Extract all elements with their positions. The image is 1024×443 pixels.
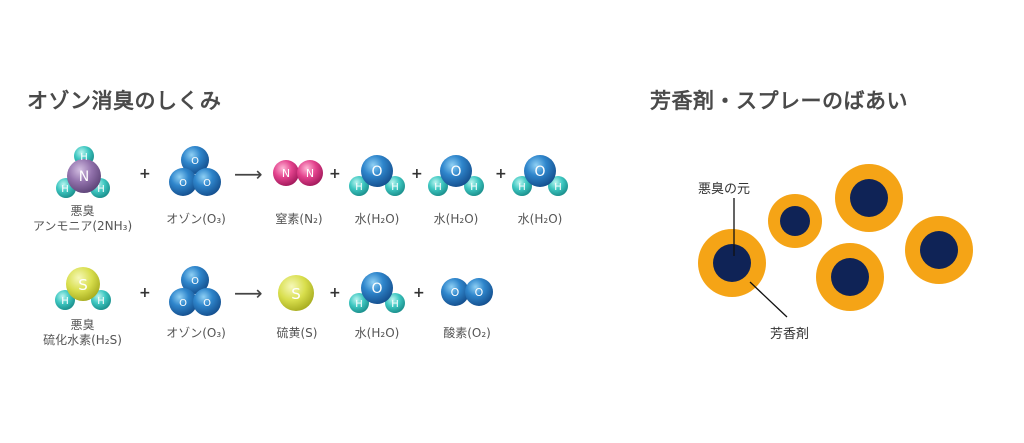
- fragrance-particle: [768, 194, 822, 248]
- fragrance-particle: [698, 229, 766, 297]
- odor-source-label: 悪臭の元: [698, 182, 751, 197]
- sulfur-label: 硫黄(S): [276, 326, 318, 340]
- water-label-2: 水(H₂O): [433, 212, 479, 226]
- water-molecule-graphic: O H H: [428, 155, 484, 196]
- atom-o: O: [179, 178, 187, 189]
- atom-o: O: [179, 298, 187, 309]
- hydrogen-sulfide-label-line1: 悪臭: [70, 318, 95, 332]
- spray-section-title: 芳香剤・スプレーのばあい: [650, 89, 908, 113]
- reaction-arrow: ⟶: [234, 162, 263, 186]
- atom-o: O: [203, 298, 211, 309]
- ammonia-label-line2: アンモニア(2NH₃): [32, 219, 133, 233]
- plus-sign: +: [413, 285, 425, 301]
- ozone-label: オゾン(O₃): [166, 212, 226, 226]
- water-label-3: 水(H₂O): [517, 212, 563, 226]
- atom-o: O: [450, 164, 461, 180]
- nitrogen-molecule-graphic: N N: [273, 160, 323, 186]
- ammonia-label: 悪臭 アンモニア(2NH₃): [20, 204, 145, 234]
- water-molecule-1: O H H: [348, 153, 406, 199]
- plus-sign: +: [139, 285, 151, 301]
- sulfur-atom: S: [277, 274, 315, 312]
- atom-o: O: [475, 286, 484, 299]
- hydrogen-sulfide-molecule-graphic: S H H: [55, 267, 111, 310]
- atom-n: N: [282, 167, 290, 180]
- water-label-1: 水(H₂O): [354, 212, 400, 226]
- atom-n: N: [306, 167, 314, 180]
- ozone-molecule-graphic: O O O: [169, 266, 221, 316]
- oxygen-molecule-graphic: O O: [441, 278, 493, 306]
- atom-o: O: [371, 164, 382, 180]
- ozone-molecule-graphic: O O O: [169, 146, 221, 196]
- hydrogen-sulfide-label: 悪臭 硫化水素(H₂S): [25, 318, 140, 348]
- nitrogen-molecule: N N: [272, 158, 324, 188]
- fragrance-particle: [816, 243, 884, 311]
- atom-h: H: [97, 296, 105, 307]
- water-molecule-4: O H H: [348, 270, 406, 316]
- hydrogen-sulfide-label-line2: 硫化水素(H₂S): [43, 333, 122, 347]
- ammonia-label-line1: 悪臭: [70, 204, 95, 218]
- ozone-molecule: O O O: [167, 144, 227, 200]
- atom-o: O: [203, 178, 211, 189]
- atom-h: H: [355, 299, 363, 310]
- atom-s: S: [78, 276, 88, 294]
- ozone-molecule-2: O O O: [167, 264, 227, 320]
- atom-h: H: [355, 182, 363, 193]
- plus-sign: +: [329, 166, 341, 182]
- plus-sign: +: [329, 285, 341, 301]
- atom-n: N: [79, 169, 89, 185]
- water-molecule-3: O H H: [511, 153, 569, 199]
- atom-h: H: [97, 184, 105, 195]
- oxygen-molecule: O O: [440, 276, 494, 308]
- atom-s: S: [291, 285, 301, 303]
- water-molecule-graphic: O H H: [349, 272, 405, 313]
- hydrogen-sulfide-molecule: S H H: [50, 266, 120, 314]
- plus-sign: +: [411, 166, 423, 182]
- water-molecule-graphic: O H H: [512, 155, 568, 196]
- ozone-section-title: オゾン消臭のしくみ: [27, 89, 222, 113]
- atom-o: O: [191, 276, 199, 287]
- water-label-4: 水(H₂O): [354, 326, 400, 340]
- reaction-arrow: ⟶: [234, 281, 263, 305]
- fragrance-label: 芳香剤: [770, 327, 810, 342]
- sulfur-atom-graphic: S: [278, 275, 314, 311]
- ammonia-molecule: H H H N: [50, 142, 120, 202]
- atom-h: H: [61, 296, 69, 307]
- atom-h: H: [80, 152, 88, 163]
- atom-o: O: [371, 281, 382, 297]
- ozone-label-2: オゾン(O₃): [166, 326, 226, 340]
- atom-h: H: [470, 182, 478, 193]
- atom-h: H: [434, 182, 442, 193]
- fragrance-pointer-line: [749, 281, 788, 318]
- atom-h: H: [554, 182, 562, 193]
- atom-o: O: [191, 156, 199, 167]
- atom-h: H: [391, 299, 399, 310]
- water-molecule-2: O H H: [427, 153, 485, 199]
- atom-h: H: [61, 184, 69, 195]
- ammonia-molecule-graphic: H H H N: [56, 146, 110, 198]
- nitrogen-label: 窒素(N₂): [275, 212, 323, 226]
- atom-h: H: [391, 182, 399, 193]
- oxygen-label: 酸素(O₂): [443, 326, 491, 340]
- atom-o: O: [451, 286, 460, 299]
- water-molecule-graphic: O H H: [349, 155, 405, 196]
- atom-o: O: [534, 164, 545, 180]
- plus-sign: +: [139, 166, 151, 182]
- plus-sign: +: [495, 166, 507, 182]
- atom-h: H: [518, 182, 526, 193]
- fragrance-particle: [905, 216, 973, 284]
- fragrance-masking-diagram: [698, 164, 973, 318]
- fragrance-particle: [835, 164, 903, 232]
